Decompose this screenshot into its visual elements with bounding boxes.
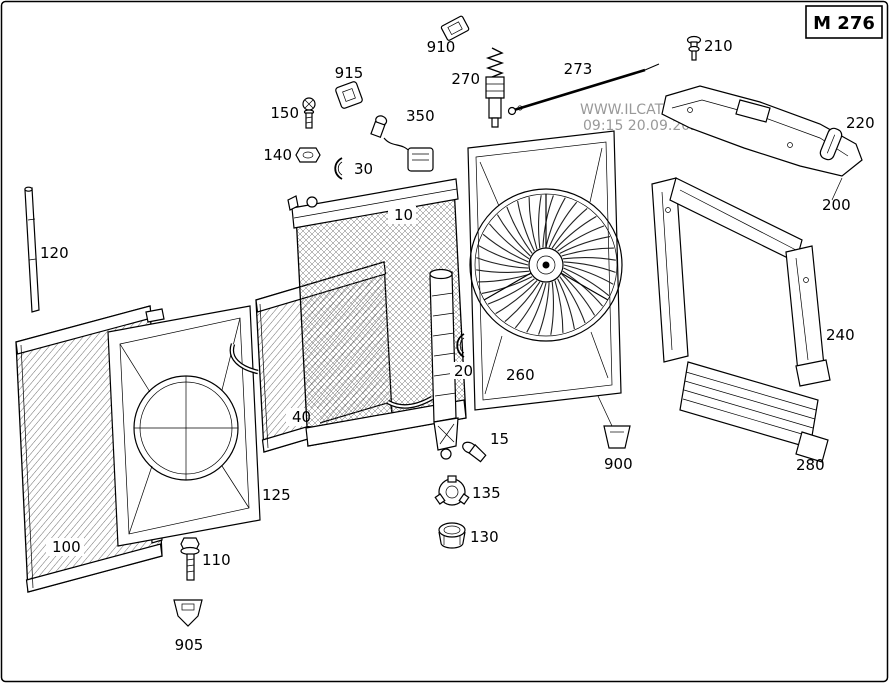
part-label-130: 130 bbox=[470, 528, 499, 546]
part-220-bracket bbox=[819, 127, 843, 161]
fan-blades bbox=[476, 195, 616, 335]
part-130-cap bbox=[438, 522, 466, 549]
part-label-15: 15 bbox=[490, 430, 509, 448]
part-label-140: 140 bbox=[263, 146, 292, 164]
part-30-clip bbox=[334, 157, 343, 180]
part-240-front-panel bbox=[651, 177, 831, 387]
part-140-nut bbox=[295, 147, 321, 163]
part-905-clip bbox=[173, 599, 203, 627]
part-15-sensor bbox=[462, 441, 487, 463]
part-273-rod bbox=[507, 63, 660, 116]
part-10-radiator bbox=[287, 178, 467, 447]
engine-code-label: M 276 bbox=[813, 13, 875, 34]
label-backing-20 bbox=[450, 362, 476, 379]
part-270-sensor bbox=[485, 47, 505, 128]
part-110-bolt bbox=[180, 537, 200, 581]
part-260-fan-shroud bbox=[467, 130, 623, 411]
part-label-20: 20 bbox=[454, 362, 473, 380]
part-label-210: 210 bbox=[704, 37, 733, 55]
part-label-915: 915 bbox=[335, 64, 364, 82]
part-915-clip bbox=[335, 81, 363, 109]
label-backing-10 bbox=[388, 206, 416, 224]
part-label-350: 350 bbox=[406, 107, 435, 125]
part-125-shroud-frame bbox=[107, 305, 261, 547]
part-20-clip bbox=[456, 333, 465, 358]
part-label-110: 110 bbox=[202, 551, 231, 569]
part-120-sealing-strip bbox=[24, 186, 40, 313]
part-label-240: 240 bbox=[826, 326, 855, 344]
part-350-sensor-connector bbox=[370, 115, 434, 172]
part-label-280: 280 bbox=[796, 456, 825, 474]
part-label-120: 120 bbox=[40, 244, 69, 262]
part-label-270: 270 bbox=[451, 70, 480, 88]
part-label-905: 905 bbox=[175, 636, 204, 654]
part-label-125: 125 bbox=[262, 486, 291, 504]
part-label-30: 30 bbox=[354, 160, 373, 178]
part-135-retainer bbox=[434, 475, 470, 506]
part-label-260: 260 bbox=[506, 366, 535, 384]
label-backing-260 bbox=[500, 366, 534, 384]
engine-code-box: M 276 bbox=[805, 5, 883, 39]
part-910-clip bbox=[440, 15, 470, 41]
part-label-100: 100 bbox=[52, 538, 81, 556]
part-label-220: 220 bbox=[846, 114, 875, 132]
part-280-lower-cover bbox=[679, 361, 829, 463]
part-label-135: 135 bbox=[472, 484, 501, 502]
part-200-upper-cover bbox=[661, 85, 863, 201]
part-210-plug bbox=[686, 35, 702, 61]
part-label-200: 200 bbox=[822, 196, 851, 214]
coolant-line-assembly bbox=[429, 268, 459, 460]
part-label-10: 10 bbox=[394, 206, 413, 224]
part-label-150: 150 bbox=[270, 104, 299, 122]
hose-condenser bbox=[229, 343, 259, 375]
part-label-910: 910 bbox=[427, 38, 456, 56]
part-label-273: 273 bbox=[564, 60, 593, 78]
part-150-screw bbox=[302, 97, 316, 129]
part-900-clip bbox=[597, 395, 631, 449]
label-backing-100 bbox=[46, 538, 84, 556]
part-label-900: 900 bbox=[604, 455, 633, 473]
